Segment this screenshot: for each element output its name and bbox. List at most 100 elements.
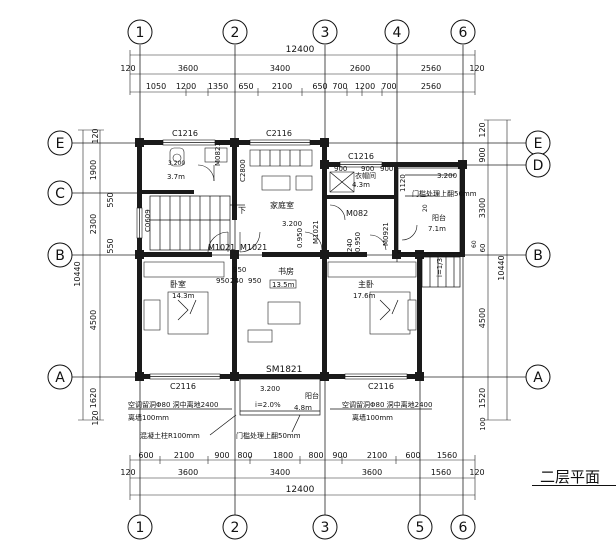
- axis-label-bottom-5: 5: [416, 520, 425, 536]
- axis-bubbles-right: [525, 130, 551, 390]
- dim-bottom-800b: 800: [308, 451, 323, 460]
- room-balcony-area: 7.1m: [428, 225, 446, 233]
- plan-title-underline: [532, 463, 616, 486]
- axis-label-top-6: 6: [459, 25, 468, 41]
- elev-balcony-right: 3.200: [437, 172, 457, 180]
- note-door-right: 门槛处理上翻50mm: [412, 189, 477, 198]
- doors: [197, 164, 418, 253]
- axis-bubbles-bottom: [127, 514, 476, 540]
- dim-top-1350: 1350: [208, 82, 228, 91]
- axis-label-bottom-6: 6: [459, 520, 468, 536]
- dim-bottom-2100a: 2100: [174, 451, 194, 460]
- dim-right-3300: 3300: [478, 198, 487, 218]
- dim-top-total: 12400: [286, 45, 315, 55]
- dim-left-2300: 2300: [89, 214, 98, 234]
- axis-label-right-A: A: [533, 370, 543, 386]
- dim-top-2560: 2560: [421, 64, 441, 73]
- axis-label-bottom-1: 1: [136, 520, 145, 536]
- dim-900-a: 900: [334, 165, 347, 173]
- dim-right-100: 100: [479, 417, 487, 430]
- slope-right: i=1/3: [436, 258, 444, 277]
- walls: [135, 138, 467, 381]
- room-wardrobe-area: 4.3m: [352, 181, 370, 189]
- label-c2116-a-right: C2116: [368, 382, 394, 391]
- dim-top-120-right: 120: [469, 64, 484, 73]
- note-wall-right: 离墙100mm: [352, 413, 393, 422]
- dim-900-c: 900: [361, 165, 374, 173]
- dim-0950-d: 0.950: [296, 228, 304, 248]
- note-ac-right: 空调留洞Φ80 洞中离地2400: [342, 400, 432, 409]
- dimensions-bottom: [129, 455, 476, 500]
- dim-bottom-3600a: 3600: [178, 468, 198, 477]
- note-ac-left: 空调留洞Φ80 洞中离地2400: [128, 400, 218, 409]
- elev-bath: 3.200: [168, 160, 185, 167]
- label-m1021-b: M1021: [240, 243, 267, 252]
- dim-60: 60: [471, 240, 478, 248]
- dim-top-650b: 650: [312, 82, 327, 91]
- label-m0921: M0921: [382, 222, 390, 246]
- axis-label-top-4: 4: [393, 25, 402, 41]
- dim-top-2560b: 2560: [421, 82, 441, 91]
- elev-balcony-bottom: 3.200: [260, 385, 280, 393]
- dim-bottom-1560a: 1560: [437, 451, 457, 460]
- dim-top-1050: 1050: [146, 82, 166, 91]
- dim-right-60: 60: [479, 244, 487, 253]
- room-balcony2-label: 阳台: [305, 391, 319, 400]
- room-balcony2-area: 4.8m: [294, 404, 312, 412]
- dim-950-a: 950: [216, 277, 229, 285]
- dim-left-total: 10440: [73, 261, 82, 286]
- dim-left-550b: 550: [106, 238, 115, 253]
- dim-bottom-1800: 1800: [273, 451, 293, 460]
- dim-left-550a: 550: [106, 192, 115, 207]
- balcony-right: [397, 167, 461, 288]
- windows: [136, 139, 408, 380]
- room-family-label: 家庭室: [270, 200, 294, 210]
- dim-bottom-900a: 900: [214, 451, 229, 460]
- room-master-area: 17.6m: [353, 292, 376, 300]
- axis-bubbles-top: [127, 19, 476, 45]
- dim-240-b: 240: [346, 239, 354, 252]
- balcony-bottom: [239, 378, 321, 416]
- room-balcony-label: 阳台: [432, 213, 446, 222]
- dim-bottom-600a: 600: [138, 451, 153, 460]
- dim-right-900: 900: [478, 147, 487, 162]
- dim-top-1200b: 1200: [355, 82, 375, 91]
- dimensions-left: [78, 129, 104, 421]
- room-wardrobe-label: 衣帽间: [355, 171, 376, 180]
- room-bedroom-label: 卧室: [170, 279, 186, 289]
- dim-bottom-900b: 900: [332, 451, 347, 460]
- dim-bottom-120-left: 120: [120, 468, 135, 477]
- dim-bottom-3400: 3400: [270, 468, 290, 477]
- dim-top-700b: 700: [381, 82, 396, 91]
- axis-grid: [72, 45, 540, 520]
- label-down: 下: [238, 206, 246, 215]
- dim-900-b: 900: [380, 165, 393, 173]
- label-c2116-a-left: C2116: [170, 382, 196, 391]
- axis-label-left-A: A: [55, 370, 65, 386]
- label-sm1821: SM1821: [266, 365, 302, 375]
- label-m0821: M0821: [214, 142, 222, 166]
- dim-top-700a: 700: [332, 82, 347, 91]
- axis-label-right-E: E: [534, 136, 543, 152]
- dim-20: 20: [422, 204, 429, 212]
- dim-bottom-800a: 800: [237, 451, 252, 460]
- slope-bottom: i=2.0%: [255, 401, 281, 409]
- dim-bottom-2100b: 2100: [367, 451, 387, 460]
- axis-label-left-C: C: [55, 186, 65, 202]
- dim-bottom-1560b: 1560: [431, 468, 451, 477]
- axis-label-left-B: B: [55, 248, 65, 264]
- dimensions-top: [129, 50, 476, 96]
- axis-label-bottom-3: 3: [321, 520, 330, 536]
- axis-label-top-1: 1: [136, 25, 145, 41]
- label-m082: M082: [346, 209, 368, 218]
- dim-top-650a: 650: [238, 82, 253, 91]
- label-c2116-top: C2116: [266, 129, 292, 138]
- note-wall-left: 离墙100mm: [128, 413, 169, 422]
- dim-950-c: 950: [233, 266, 246, 274]
- plan-title: 二层平面: [540, 468, 601, 486]
- axis-label-right-D: D: [533, 158, 544, 174]
- dim-bottom-600b: 600: [405, 451, 420, 460]
- dim-right-1520: 1520: [478, 388, 487, 408]
- dim-1120: 1120: [399, 174, 407, 192]
- dim-bottom-total: 12400: [286, 485, 315, 495]
